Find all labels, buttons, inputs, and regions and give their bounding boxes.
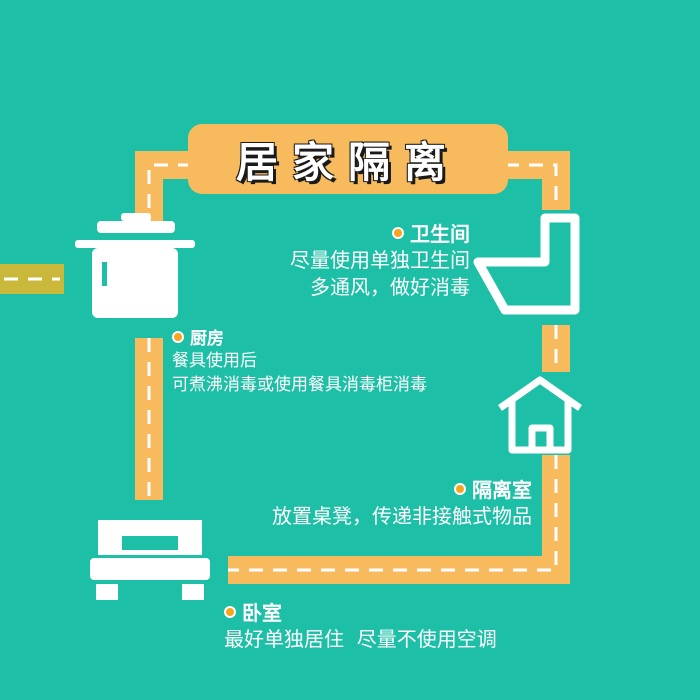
cooking-pot-icon — [75, 213, 195, 318]
bullet-dot — [454, 482, 466, 495]
kitchen-heading: 厨房 — [172, 324, 502, 349]
isolation-room-name: 隔离室 — [472, 478, 532, 502]
bed-icon — [90, 520, 210, 600]
bedroom-line1: 最好单独居住 尽量不使用空调 — [224, 627, 497, 651]
isolation-room-line1: 放置桌凳，传递非接触式物品 — [272, 504, 532, 528]
isolation-room-heading: 隔离室 — [232, 474, 532, 503]
isolation-room-label: 隔离室 放置桌凳，传递非接触式物品 — [232, 474, 532, 530]
bullet-dot — [392, 226, 404, 239]
house-icon — [497, 376, 583, 454]
bullet-dot — [224, 605, 236, 618]
title-banner: 居家隔离 — [188, 124, 508, 194]
bedroom-label: 卧室 最好单独居住 尽量不使用空调 — [224, 597, 604, 653]
bedroom-name: 卧室 — [242, 601, 282, 625]
kitchen-line1: 餐具使用后 — [172, 351, 257, 371]
kitchen-label: 厨房 餐具使用后 可煮沸消毒或使用餐具消毒柜消毒 — [172, 324, 502, 397]
bullet-dot — [172, 330, 184, 343]
page-title: 居家隔离 — [235, 137, 460, 187]
bathroom-line1: 尽量使用单独卫生间 — [290, 248, 470, 272]
road-loop — [135, 151, 570, 584]
kitchen-line2: 可煮沸消毒或使用餐具消毒柜消毒 — [172, 375, 427, 395]
bathroom-label: 卫生间 尽量使用单独卫生间 多通风，做好消毒 — [250, 218, 470, 301]
kitchen-name: 厨房 — [190, 329, 224, 349]
bathroom-name: 卫生间 — [410, 222, 470, 246]
bathroom-line2: 多通风，做好消毒 — [310, 275, 470, 299]
bathroom-heading: 卫生间 — [250, 218, 470, 247]
toilet-icon — [473, 213, 580, 315]
road-left-stub — [0, 264, 64, 294]
bedroom-heading: 卧室 — [224, 597, 604, 626]
